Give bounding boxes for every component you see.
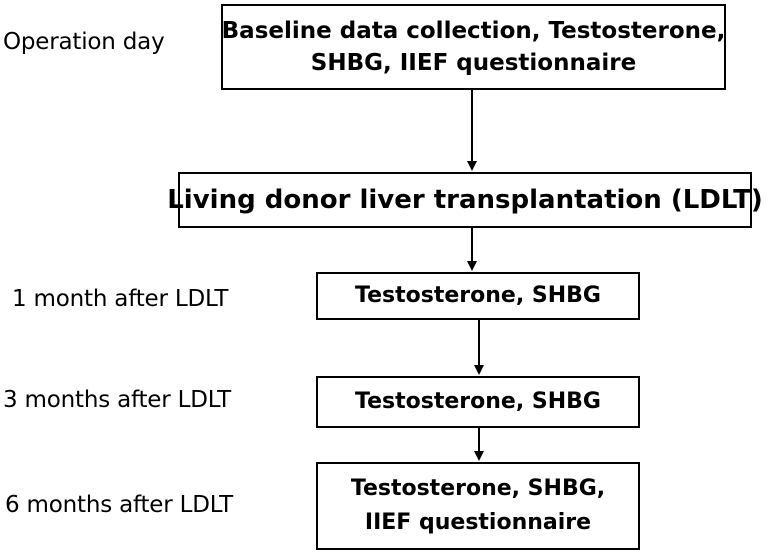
stage-label-3-months: 3 months after LDLT (3, 387, 232, 413)
stage-label-1-month: 1 month after LDLT (12, 286, 229, 312)
box-ldlt: Living donor liver transplantation (LDLT… (167, 172, 763, 228)
box-baseline-data-collection: Baseline data collection, Testosterone, … (221, 4, 726, 90)
stage-label-operation-day: Operation day (3, 29, 165, 55)
box-baseline-line-2: SHBG, IIEF questionnaire (310, 50, 637, 76)
box-1-month-line-1: Testosterone, SHBG (355, 283, 601, 308)
box-1-month-tests: Testosterone, SHBG (316, 272, 640, 320)
box-baseline-line-1: Baseline data collection, Testosterone, (221, 18, 726, 44)
box-3-months-line-1: Testosterone, SHBG (355, 389, 601, 414)
stage-label-6-months: 6 months after LDLT (5, 492, 234, 518)
box-ldlt-line-1: Living donor liver transplantation (LDLT… (167, 185, 763, 215)
box-6-months-line-1: Testosterone, SHBG, (350, 476, 606, 501)
box-6-months-tests: Testosterone, SHBG, IIEF questionnaire (316, 462, 640, 550)
box-3-months-tests: Testosterone, SHBG (316, 376, 640, 428)
box-6-months-line-2: IIEF questionnaire (364, 510, 592, 535)
